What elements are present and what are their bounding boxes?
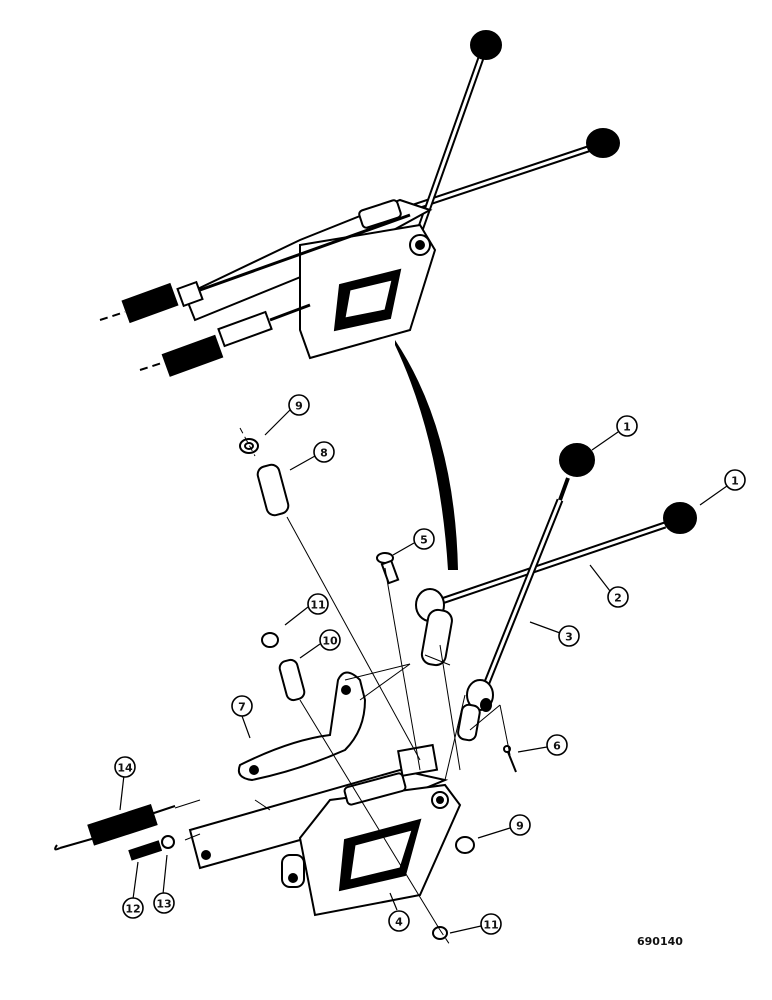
callout-label-11a: 11: [310, 599, 325, 612]
exploded-view: [54, 438, 697, 940]
assembled-view: [99, 30, 620, 377]
lever-knob: [470, 30, 502, 60]
callout-circle: [388, 910, 410, 932]
spring-hook: [59, 837, 96, 849]
callout-circle: [558, 625, 580, 647]
callout-circle: [288, 394, 310, 416]
cable-clevis: [176, 280, 204, 308]
centerline: [139, 361, 166, 371]
bracket-window-inner: [344, 279, 393, 319]
callout-circle: [313, 441, 335, 463]
bracket-window-inner: [349, 829, 413, 881]
callout-label-1a: 1: [623, 421, 631, 434]
washer: [455, 836, 475, 854]
lever-knob: [559, 443, 595, 477]
callout-circle: [616, 415, 638, 437]
callout-label-5: 5: [420, 534, 428, 547]
callout-label-13: 13: [156, 898, 171, 911]
callout-label-1b: 1: [731, 475, 739, 488]
leader-lines: [174, 427, 511, 946]
spring-coil: [87, 804, 158, 846]
callout-circle: [307, 593, 329, 615]
bracket-hole: [288, 873, 298, 883]
callout-circle: [122, 897, 144, 919]
nut: [161, 835, 175, 849]
bracket-slot: [343, 772, 407, 806]
bracket-boss: [397, 743, 439, 777]
spring-hook: [147, 805, 176, 816]
lever-arm: [457, 703, 481, 742]
bracket-tab: [281, 854, 305, 888]
lever-arm: [420, 608, 453, 667]
bolt-shank: [380, 559, 400, 585]
centerline: [99, 311, 126, 321]
lever-rod-highlight: [418, 54, 484, 231]
callout-circles: [114, 394, 746, 935]
link-hole: [341, 685, 351, 695]
link-hole: [249, 765, 259, 775]
pivot-hole: [415, 240, 425, 250]
callout-leaders: [119, 409, 728, 934]
callout-labels: 1 1 2 3 4 5 6 7 8 9 9 10 11 11 12 13 14: [117, 400, 738, 932]
washer: [432, 926, 448, 940]
callout-label-8: 8: [320, 447, 328, 460]
link-rod: [269, 303, 311, 322]
callout-circle: [546, 734, 568, 756]
callout-circle: [480, 913, 502, 935]
callout-label-11b: 11: [483, 919, 498, 932]
lever-knob: [663, 502, 697, 534]
callout-label-3: 3: [565, 631, 573, 644]
link-rod: [199, 213, 411, 292]
sleeve: [278, 658, 306, 702]
callout-circle: [413, 528, 435, 550]
figure-code: 690140: [637, 935, 683, 948]
sleeve: [256, 463, 290, 517]
cable-clevis: [217, 310, 273, 348]
lever-rod-highlight: [429, 523, 666, 607]
explode-arrow: [395, 340, 458, 570]
spring-hook-end: [54, 844, 61, 851]
callout-circle: [153, 892, 175, 914]
lever-hub-hole: [480, 698, 492, 712]
callout-circle: [509, 814, 531, 836]
callout-label-6: 6: [553, 740, 561, 753]
callout-label-10: 10: [322, 635, 338, 648]
lever-rod-highlight: [478, 499, 562, 701]
callout-label-12: 12: [125, 903, 140, 916]
bracket-slot: [358, 199, 402, 229]
callout-label-9a: 9: [295, 400, 303, 413]
callout-circle: [607, 586, 629, 608]
cable-end: [161, 334, 224, 377]
callout-label-4: 4: [395, 916, 403, 929]
callout-label-9b: 9: [516, 820, 524, 833]
connecting-link: [237, 671, 367, 782]
callout-circle: [319, 629, 341, 651]
lever-knob: [586, 128, 620, 158]
washer-hole: [244, 442, 254, 450]
callout-circle: [114, 756, 136, 778]
lever-thread: [558, 477, 570, 501]
callout-label-14: 14: [117, 762, 133, 775]
callout-label-2: 2: [614, 592, 622, 605]
callout-circle: [724, 469, 746, 491]
bracket-hole: [201, 850, 211, 860]
callout-label-7: 7: [238, 701, 246, 714]
washer: [261, 632, 279, 648]
cotter-pin: [507, 751, 517, 773]
cable-end: [121, 282, 179, 324]
adjust-screw: [128, 840, 163, 861]
callout-circle: [231, 695, 253, 717]
pivot-hole: [436, 796, 444, 804]
